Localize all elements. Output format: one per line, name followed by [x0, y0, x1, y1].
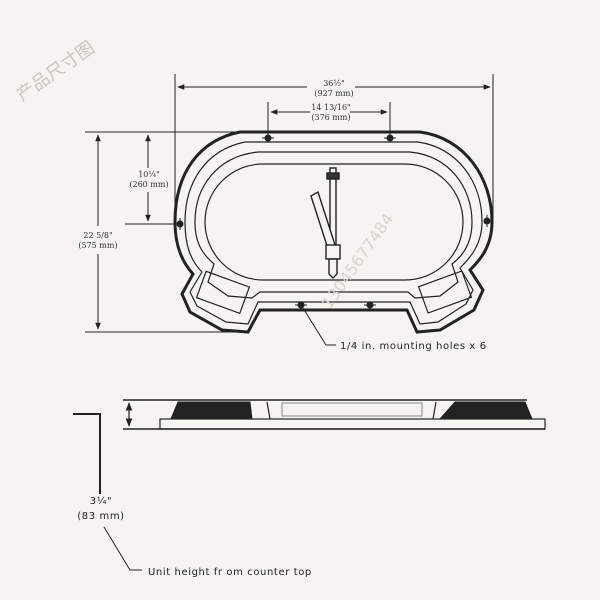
mounting-hole-icon	[364, 301, 376, 309]
outer-outline	[173, 130, 494, 334]
mounting-hole-icon	[176, 218, 184, 230]
mounting-hole-icon	[483, 215, 491, 227]
top-view	[173, 130, 494, 334]
watermark-title: 产品尺寸图	[13, 37, 99, 106]
side-view	[73, 399, 546, 571]
mounting-holes-label: 1/4 in. mounting holes x 6	[340, 341, 487, 352]
side-hole-offset-metric: (260 mm)	[129, 180, 168, 189]
overall-width-metric: (927 mm)	[314, 89, 353, 98]
faucet	[310, 167, 341, 279]
basin-opening	[204, 163, 464, 281]
overall-depth-metric: (575 mm)	[78, 241, 117, 250]
unit-height-label: Unit height fr om counter top	[148, 567, 312, 578]
soap-pad-right	[417, 270, 473, 314]
rim-contour	[184, 141, 483, 325]
hole-spacing-imperial: 14 13/16"	[311, 103, 350, 112]
soap-pad-left	[195, 270, 251, 315]
inner-contour	[194, 151, 473, 299]
unit-height-imperial: 3¼"	[90, 495, 112, 507]
hole-spacing-metric: (376 mm)	[311, 113, 350, 122]
dimension-lines	[85, 74, 494, 346]
overall-width-imperial: 36½"	[323, 79, 345, 88]
unit-height-metric: (83 mm)	[77, 511, 124, 522]
mounting-hole-icon	[295, 301, 307, 309]
overall-depth-imperial: 22 5/8"	[83, 231, 112, 240]
side-hole-offset-imperial: 10¼"	[138, 170, 160, 179]
